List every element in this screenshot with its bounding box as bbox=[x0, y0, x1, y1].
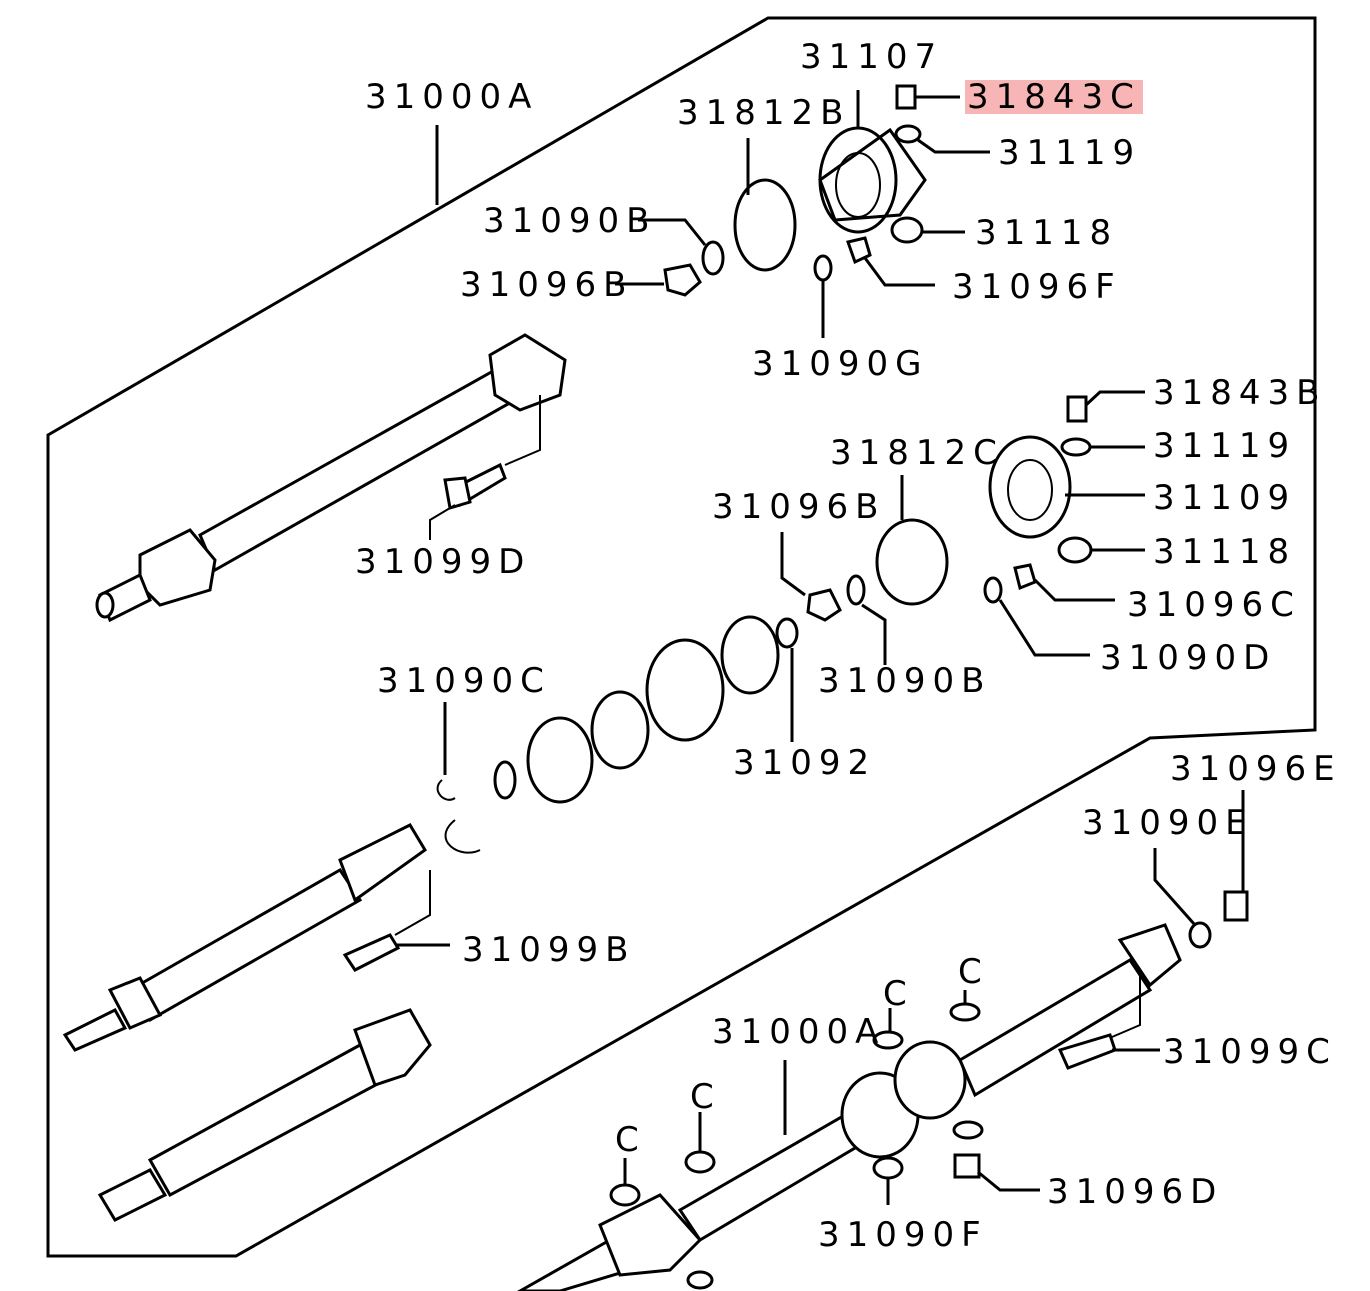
label-c-ref-1[interactable]: C bbox=[958, 952, 989, 992]
label-31090D[interactable]: 31090D bbox=[1100, 638, 1277, 678]
flex-coupling-31092 bbox=[436, 615, 799, 854]
label-31090C[interactable]: 31090C bbox=[377, 661, 551, 701]
label-31090B-top[interactable]: 31090B bbox=[483, 201, 657, 241]
label-c-ref-3[interactable]: C bbox=[690, 1077, 721, 1117]
label-31096D[interactable]: 31096D bbox=[1047, 1172, 1224, 1212]
label-31119-top[interactable]: 31119 bbox=[998, 133, 1142, 173]
frame-outline bbox=[46, 16, 1317, 1258]
label-31090G[interactable]: 31090G bbox=[752, 344, 929, 384]
label-c-ref-2[interactable]: C bbox=[883, 974, 914, 1014]
label-31090E[interactable]: 31090E bbox=[1082, 803, 1254, 843]
label-31099C[interactable]: 31099C bbox=[1163, 1032, 1337, 1072]
label-31843C-highlighted[interactable]: 31843C bbox=[965, 77, 1143, 117]
label-31092[interactable]: 31092 bbox=[733, 743, 877, 783]
label-31119-mid[interactable]: 31119 bbox=[1153, 426, 1297, 466]
label-31118-mid[interactable]: 31118 bbox=[1153, 532, 1297, 572]
lower-left-propeller-shaft bbox=[97, 1008, 432, 1222]
label-31000A-top[interactable]: 31000A bbox=[365, 77, 539, 117]
label-31812B[interactable]: 31812B bbox=[677, 93, 851, 133]
label-31107[interactable]: 31107 bbox=[800, 37, 944, 77]
label-c-ref-4[interactable]: C bbox=[615, 1120, 646, 1160]
label-31099B[interactable]: 31099B bbox=[462, 930, 636, 970]
center-bearing-31109 bbox=[780, 390, 1145, 665]
label-31096B-mid[interactable]: 31096B bbox=[712, 487, 886, 527]
upper-propeller-shaft bbox=[95, 333, 567, 623]
label-31096F[interactable]: 31096F bbox=[952, 267, 1122, 307]
lower-right-propeller-shaft bbox=[516, 790, 1249, 1291]
label-31090B-mid[interactable]: 31090B bbox=[818, 661, 992, 701]
label-31000A-bottom[interactable]: 31000A bbox=[712, 1012, 886, 1052]
label-31118-top[interactable]: 31118 bbox=[975, 213, 1119, 253]
label-31096B-top[interactable]: 31096B bbox=[460, 265, 634, 305]
label-31099D[interactable]: 31099D bbox=[355, 542, 532, 582]
label-31812C[interactable]: 31812C bbox=[830, 433, 1004, 473]
label-31090F[interactable]: 31090F bbox=[818, 1215, 988, 1255]
label-31109[interactable]: 31109 bbox=[1153, 478, 1297, 518]
label-31096C[interactable]: 31096C bbox=[1127, 585, 1301, 625]
label-31843B[interactable]: 31843B bbox=[1153, 373, 1327, 413]
middle-propeller-shaft bbox=[62, 823, 450, 1052]
label-31096E[interactable]: 31096E bbox=[1170, 749, 1342, 789]
center-bearing-31107 bbox=[615, 84, 990, 338]
